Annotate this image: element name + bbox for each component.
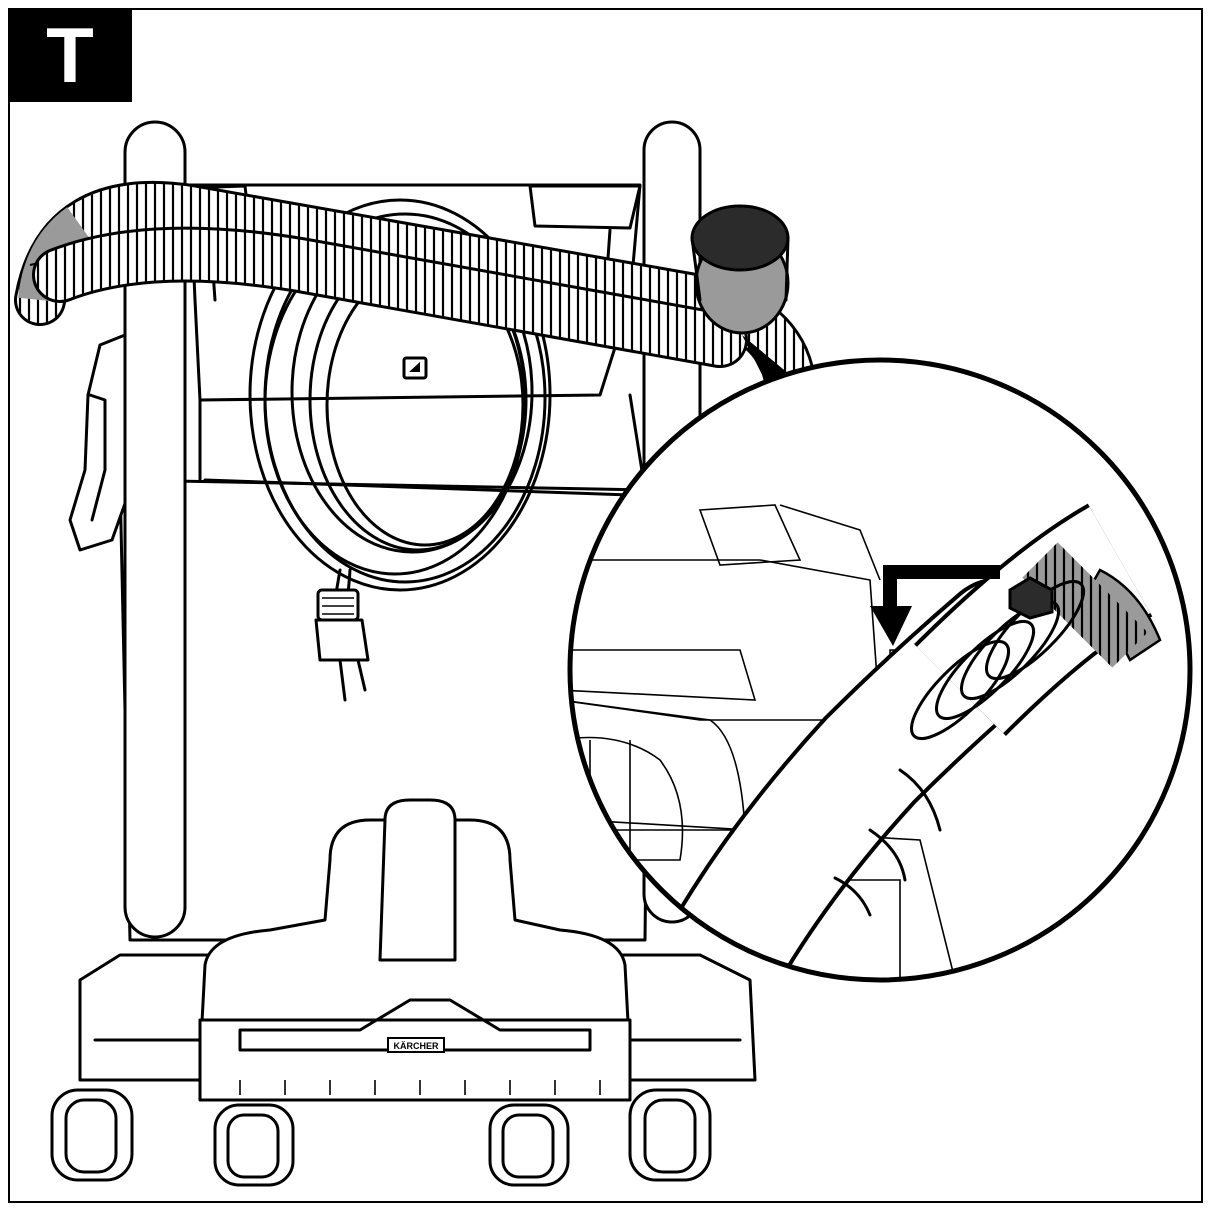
- detail-magnifier: [567, 357, 1193, 983]
- plug: [314, 588, 370, 702]
- brand-plate: KÄRCHER: [394, 1041, 440, 1051]
- step-label: T: [8, 8, 132, 102]
- hose-clip: [1008, 576, 1054, 620]
- castor-wheels: [50, 1088, 712, 1187]
- direction-arrow: [870, 565, 1000, 646]
